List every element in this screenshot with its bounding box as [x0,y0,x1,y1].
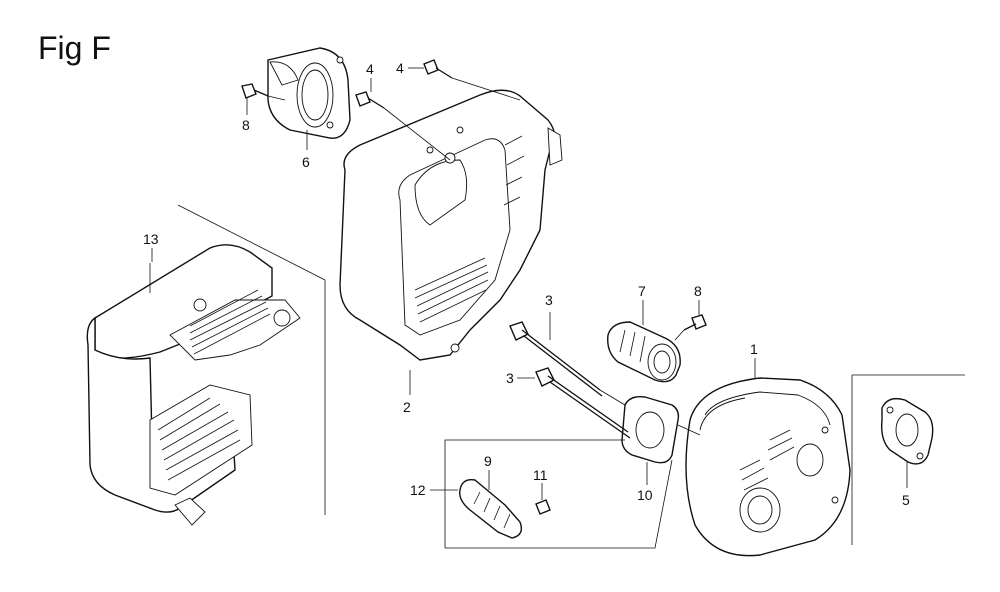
callout-13: 13 [143,231,159,262]
svg-text:2: 2 [403,399,411,415]
svg-text:6: 6 [302,154,310,170]
callout-6: 6 [302,130,310,170]
svg-text:8: 8 [694,283,702,299]
callout-10: 10 [637,462,653,503]
svg-text:7: 7 [638,283,646,299]
svg-text:10: 10 [637,487,653,503]
svg-text:11: 11 [533,467,548,483]
callout-1: 1 [750,341,758,378]
svg-text:1: 1 [750,341,758,357]
part-1-muffler [685,377,851,557]
part-6-plate [267,47,351,139]
callout-12: 12 [410,482,458,498]
part-3-bolt-upper [509,321,603,397]
part-4-bolt-b [423,59,453,79]
callout-8b: 8 [694,283,702,315]
svg-text:4: 4 [396,60,404,76]
svg-text:4: 4 [366,61,374,77]
assembly-lines [267,77,701,549]
part-9-spark-arrester [459,479,523,539]
part-8-bolt-a [241,83,269,99]
svg-text:13: 13 [143,231,159,247]
callout-4a: 4 [366,61,374,92]
svg-text:5: 5 [902,492,910,508]
part-8-bolt-b [683,314,707,331]
callout-4b: 4 [396,60,424,76]
callout-5: 5 [902,462,910,508]
callout-3a: 3 [545,292,553,340]
part-10-plate [621,395,680,464]
part-3-bolt-lower [535,367,631,439]
svg-text:9: 9 [484,453,492,469]
part-4-bolt-a [355,91,385,109]
svg-text:8: 8 [242,117,250,133]
callout-8a: 8 [242,98,250,133]
svg-text:3: 3 [545,292,553,308]
figure-title: Fig F [38,30,111,66]
part-2-muffler-cover [339,89,563,361]
part-13-muffler-protector [86,204,326,526]
part-5-gasket [851,374,965,545]
callout-2: 2 [403,370,411,415]
part-7-pipe [607,321,681,383]
part-11-screw [535,499,551,515]
callout-9: 9 [484,453,492,490]
callout-7: 7 [638,283,646,325]
callout-3b: 3 [506,370,535,386]
callout-11: 11 [533,467,548,500]
svg-text:12: 12 [410,482,426,498]
svg-text:3: 3 [506,370,514,386]
